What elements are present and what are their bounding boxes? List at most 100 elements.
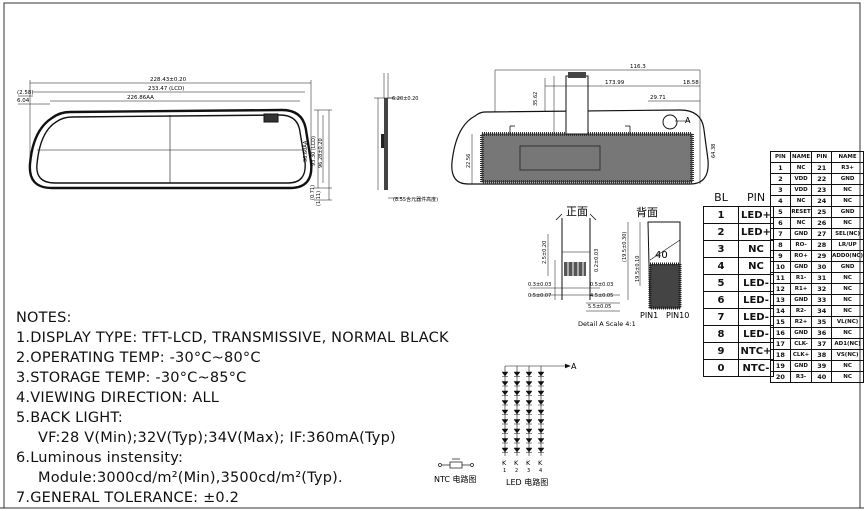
led-diode-symbol	[537, 447, 545, 453]
pin-number: 31	[811, 272, 833, 284]
pin-name: R1+	[789, 283, 813, 295]
notes-title: NOTES:	[16, 310, 72, 326]
pin-name: GND	[789, 294, 813, 306]
bl-pin-function: LED-	[738, 274, 774, 292]
pin-name: AD1(NC)	[831, 338, 864, 350]
pin-name: GND	[789, 327, 813, 339]
dim-side-b: (1.11)	[316, 191, 322, 206]
bl-pin-number: 0	[703, 359, 739, 377]
pin-name: VDD	[789, 184, 813, 196]
led-k1: K	[502, 459, 507, 467]
pin-number: 25	[811, 206, 833, 218]
pin-name: R1-	[789, 272, 813, 284]
led-diode-symbol	[537, 400, 545, 406]
pin-name: NC	[831, 371, 864, 383]
bl-pin-number: 5	[703, 274, 739, 292]
pin-number: 5	[770, 206, 791, 218]
dim-back-18: 18.58	[683, 80, 699, 86]
dim-detail-d: 4.5±0.05	[590, 293, 613, 299]
bl-pin-number: 6	[703, 291, 739, 309]
led-diode-symbol	[537, 428, 545, 434]
dim-aa-width: 226.86AA	[127, 95, 154, 101]
led-diode-symbol	[513, 428, 521, 434]
pin-name: GND	[789, 360, 813, 372]
pin-number: 34	[811, 305, 833, 317]
pin-number: 8	[770, 239, 791, 251]
led-diode-symbol	[525, 438, 533, 444]
pin-number: 15	[770, 316, 791, 328]
bl-pin-function: NTC-	[738, 359, 774, 377]
detail-caption: Detail A Scale 4:1	[578, 320, 636, 328]
note-back-light: 5.BACK LIGHT:	[16, 410, 123, 426]
note-back-light-values: VF:28 V(Min);32V(Typ);34V(Max); IF:360mA…	[38, 430, 396, 446]
led-k4: K	[538, 459, 543, 467]
led-diode-symbol	[513, 371, 521, 377]
pin-number: 39	[811, 360, 833, 372]
notes-block: NOTES: 1.DISPLAY TYPE: TFT-LCD, TRANSMIS…	[16, 308, 536, 508]
bl-pin-number: 1	[703, 206, 739, 224]
pin-number: 37	[811, 338, 833, 350]
pin-number: 29	[811, 250, 833, 262]
pin-name: R3-	[789, 371, 813, 383]
led-diode-symbol	[501, 428, 509, 434]
bl-pin-number: 3	[703, 240, 739, 258]
led-diode-symbol	[537, 419, 545, 425]
pin-name: NC	[789, 217, 813, 229]
led-diode-symbol	[525, 390, 533, 396]
dim-aa-height: 96.60AA	[303, 140, 309, 162]
note-operating-temp: 2.OPERATING TEMP: -30°C~80°C	[16, 350, 261, 366]
pin-number: 26	[811, 217, 833, 229]
led-k4-num: 4	[539, 468, 542, 474]
led-diode-symbol	[501, 409, 509, 415]
bl-pin-number: 4	[703, 257, 739, 275]
side-view	[374, 73, 402, 199]
led-diode-symbol	[537, 390, 545, 396]
led-diode-symbol	[501, 400, 509, 406]
pin-number: 24	[811, 195, 833, 207]
dim-lcd-height: 93.30 (LCD)	[311, 136, 317, 166]
bl-pin-function: NTC+	[738, 342, 774, 360]
dim-left-a: (2.58)	[17, 90, 34, 96]
note-viewing-direction: 4.VIEWING DIRECTION: ALL	[16, 390, 220, 406]
pin-number: 21	[811, 162, 833, 174]
led-diode-symbol	[513, 400, 521, 406]
bl-pin-function: NC	[738, 240, 774, 258]
pin-name: RO-	[789, 239, 813, 251]
back-view	[451, 69, 709, 185]
bl-pin-number: 2	[703, 223, 739, 241]
note-luminous-intensity: 6.Luminous instensity:	[16, 450, 184, 466]
pin-number: 23	[811, 184, 833, 196]
led-k1-num: 1	[503, 468, 506, 474]
led-diode-symbol	[501, 419, 509, 425]
led-circuit-label: LED 电路图	[506, 477, 548, 487]
pin-number: 4	[770, 195, 791, 207]
led-diode-symbol	[513, 381, 521, 387]
pin-number: 11	[770, 272, 791, 284]
pin-name: RO+	[789, 250, 813, 262]
pin-name: VDD	[789, 173, 813, 185]
dim-thickness: 6.20±0.20	[392, 96, 418, 102]
label-pin1: PIN1	[640, 311, 658, 320]
led-diode-symbol	[513, 447, 521, 453]
pin-header-pin2: PIN	[811, 151, 833, 163]
bl-pin-number: 8	[703, 325, 739, 343]
pin-number: 3	[770, 184, 791, 196]
pin-number: 33	[811, 294, 833, 306]
pin-number: 16	[770, 327, 791, 339]
dim-left-b: 6.04	[17, 98, 30, 104]
dim-back-173: 173.99	[605, 80, 625, 86]
dim-detail-e: 5.5±0.05	[588, 304, 611, 310]
pin-name: NC	[831, 294, 864, 306]
